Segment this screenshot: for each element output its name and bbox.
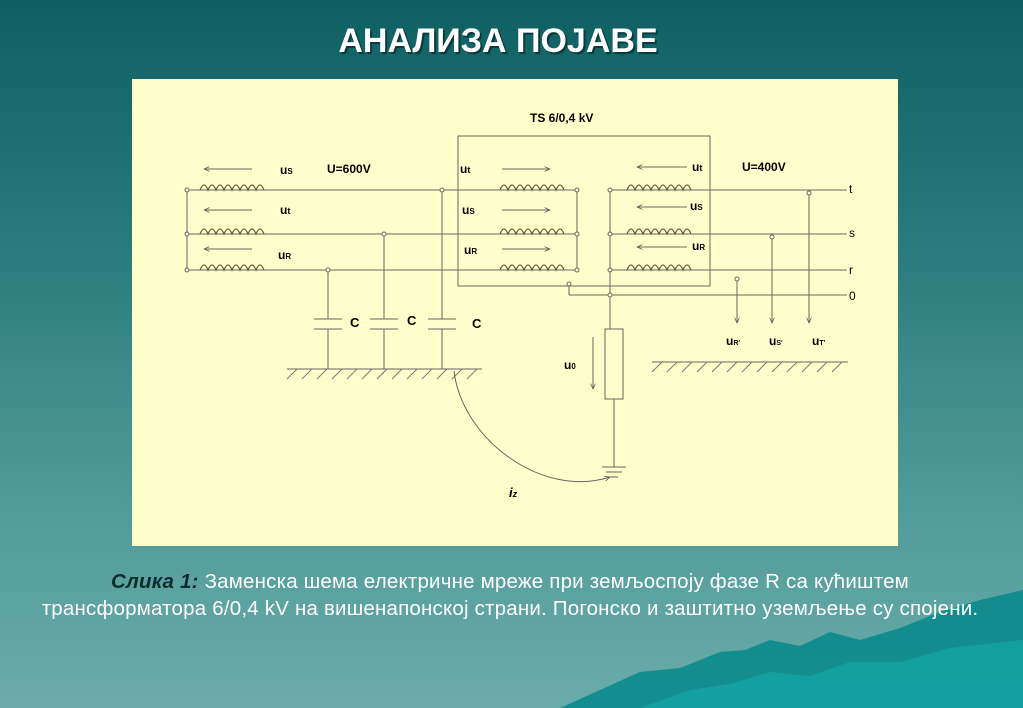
coil-group (199, 184, 692, 271)
load-label-s: uS' (769, 334, 783, 348)
iz-label: iz (509, 485, 518, 500)
lv-line-t: t (849, 182, 853, 196)
capacitor-label-1: C (350, 315, 360, 330)
u0-label: u0 (564, 358, 576, 372)
mid-us-label: uS (462, 203, 475, 217)
left-us-label: uS (280, 163, 293, 177)
mid-ur-label: uR (464, 243, 477, 257)
circuit-diagram: TS 6/0,4 kV U=600V U=400V uS ut uR ut uS… (184, 111, 856, 500)
lv-line-r: r (849, 263, 853, 277)
capacitor-label-2: C (407, 313, 417, 328)
slide-title: АНАЛИЗА ПОЈАВЕ (338, 22, 658, 60)
diagram-panel: TS 6/0,4 kV U=600V U=400V uS ut uR ut uS… (132, 79, 898, 546)
load-label-r: uR' (726, 334, 740, 348)
capacitor-label-3: C (472, 316, 482, 331)
right-ut-label: ut (692, 160, 702, 174)
ts-label: TS 6/0,4 kV (530, 111, 593, 125)
grounding-resistor (604, 328, 624, 400)
lv-line-0: 0 (849, 289, 856, 303)
transformer-box (457, 135, 711, 287)
caption-text: Заменска шема електричне мреже при земљо… (41, 570, 979, 620)
load-label-t: uT' (812, 334, 826, 348)
hv-voltage-label: U=600V (327, 162, 371, 176)
left-ur-label: uR (278, 248, 291, 262)
figure-caption: Слика 1: Заменска шема електричне мреже … (40, 568, 980, 622)
left-ut-label: ut (280, 203, 290, 217)
mid-ut-label: ut (460, 162, 470, 176)
caption-label: Слика 1: (111, 570, 199, 593)
lv-voltage-label: U=400V (742, 160, 786, 174)
lv-line-s: s (849, 226, 855, 240)
right-us-label: uS (690, 199, 703, 213)
right-ur-label: uR (692, 239, 705, 253)
